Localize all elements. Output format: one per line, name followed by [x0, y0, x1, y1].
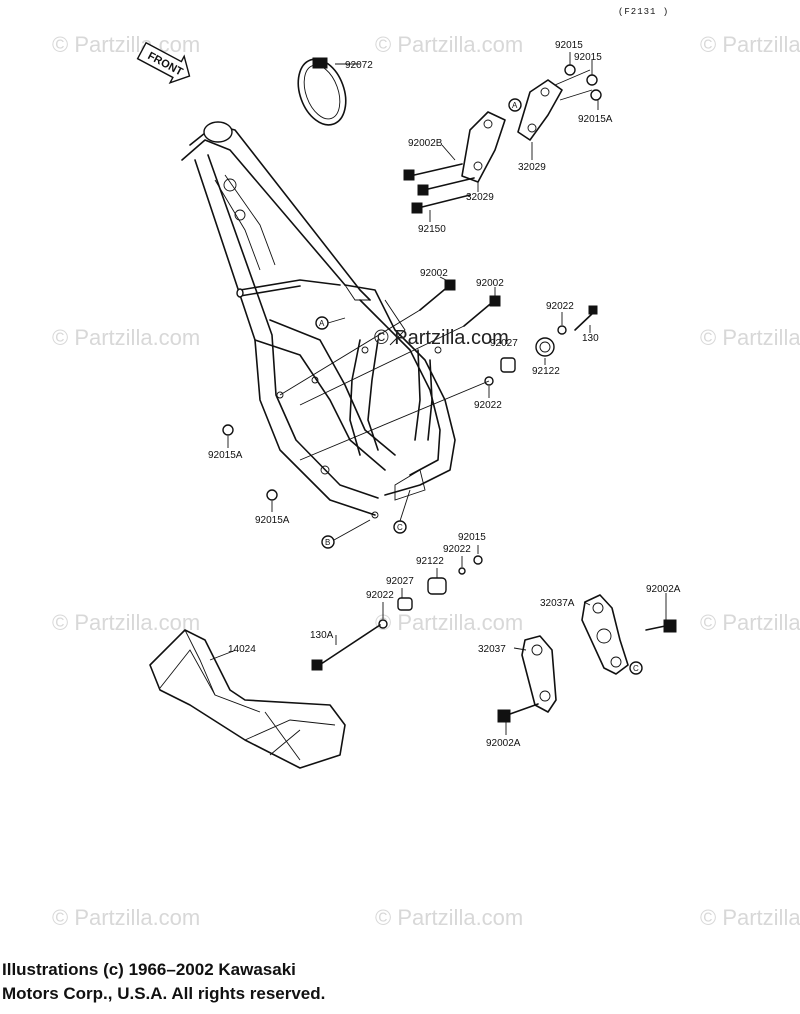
watermark: © Partzilla.com	[375, 32, 523, 57]
center-watermark: © Partzilla.com	[374, 327, 509, 349]
frame-part	[181, 121, 456, 519]
engine-mount-plate-32037	[497, 635, 557, 723]
part-label: 32029	[466, 192, 494, 203]
part-label: 92015A	[578, 114, 613, 125]
part-label: 92022	[546, 301, 574, 312]
watermark: © Partzilla.com	[700, 905, 800, 930]
callout-b: B	[321, 519, 371, 549]
callout-c-lower: C	[629, 661, 643, 675]
part-label: 32037A	[540, 598, 575, 609]
part-label: 14024	[228, 644, 256, 655]
callout-a-label: A	[319, 319, 325, 328]
part-label: 92027	[386, 576, 414, 587]
part-label: 92122	[532, 366, 560, 377]
part-label: 92002A	[486, 738, 521, 749]
part-label: 92002	[420, 268, 448, 279]
part-label: 92015A	[208, 450, 243, 461]
engine-mount-bracket-upper	[403, 64, 602, 214]
part-label: 92022	[474, 400, 502, 411]
watermark: © Partzilla.com	[700, 32, 800, 57]
part-labels: 92072 92015 92015 92015A 92002B 32029 32…	[208, 40, 681, 749]
callout-c-lower-label: C	[633, 664, 639, 673]
part-label: 92072	[345, 60, 373, 71]
copyright-notice: Illustrations (c) 1966–2002 Kawasaki Mot…	[2, 958, 462, 1006]
part-label: 92150	[418, 224, 446, 235]
copyright-line-1: Illustrations (c) 1966–2002 Kawasaki	[2, 960, 296, 979]
lower-mount-hardware	[311, 555, 483, 671]
callout-c: C	[393, 489, 411, 534]
watermark: © Partzilla.com	[52, 905, 200, 930]
callout-a: A	[315, 316, 346, 330]
watermark: © Partzilla.com	[52, 325, 200, 350]
callout-a-upper-label: A	[512, 101, 518, 110]
watermark: © Partzilla.com	[700, 610, 800, 635]
skid-plate-part	[149, 629, 346, 769]
leader-lines	[209, 52, 667, 735]
callout-c-label: C	[397, 523, 403, 532]
watermark: © Partzilla.com	[700, 325, 800, 350]
callout-a-upper: A	[508, 98, 522, 112]
part-label: 92122	[416, 556, 444, 567]
part-label: 92002	[476, 278, 504, 289]
part-label: 92015A	[255, 515, 290, 526]
part-label: 92002A	[646, 584, 681, 595]
part-label: 32029	[518, 162, 546, 173]
part-label: 92015	[458, 532, 486, 543]
diagram-code: (F2131 )	[618, 7, 669, 17]
part-label: 130A	[310, 630, 334, 641]
part-label: 92015	[574, 52, 602, 63]
watermark: © Partzilla.com	[52, 610, 200, 635]
part-label: 32037	[478, 644, 506, 655]
through-bolts	[222, 279, 598, 501]
part-label: 92022	[366, 590, 394, 601]
watermark: © Partzilla.com	[375, 610, 523, 635]
part-label: 92022	[443, 544, 471, 555]
callout-b-label: B	[325, 538, 330, 547]
engine-mount-plate-32037a	[581, 594, 677, 675]
part-label: 92002B	[408, 138, 443, 149]
copyright-line-2: Motors Corp., U.S.A. All rights reserved…	[2, 984, 326, 1003]
watermark: © Partzilla.com	[375, 905, 523, 930]
part-label: 130	[582, 333, 599, 344]
watermark-grid: © Partzilla.com © Partzilla.com © Partzi…	[52, 32, 800, 930]
part-label: 92015	[555, 40, 583, 51]
part-label: 92027	[490, 338, 518, 349]
watermark: © Partzilla.com	[52, 32, 200, 57]
